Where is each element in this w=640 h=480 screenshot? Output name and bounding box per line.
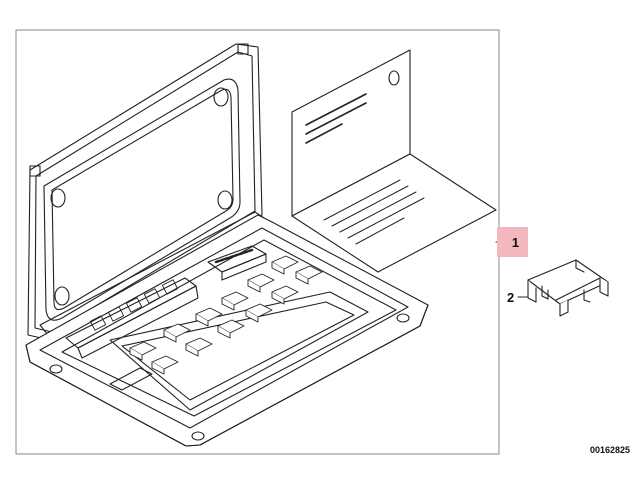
reference-number: 00162825 — [589, 445, 630, 455]
callout-2: 2 — [507, 290, 514, 305]
bracket-clip — [527, 259, 609, 317]
instruction-booklet — [291, 49, 497, 273]
case-lid — [27, 43, 271, 341]
callout-2-label: 2 — [507, 290, 515, 305]
callout-1-label: 1 — [511, 234, 520, 250]
callout-1: 1 — [497, 227, 528, 257]
case-base — [25, 214, 429, 447]
